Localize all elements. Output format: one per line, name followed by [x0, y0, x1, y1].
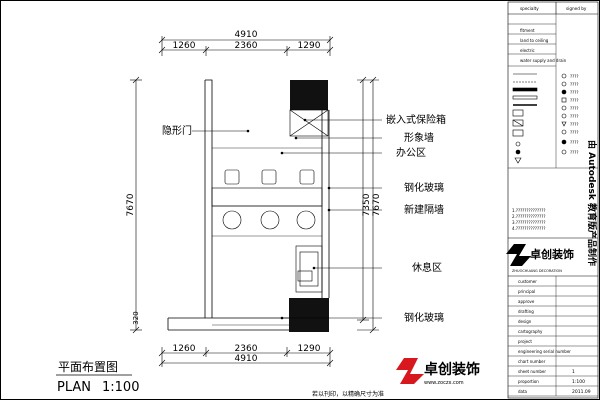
dim-bottom-seg-3: 1290 — [298, 344, 321, 354]
title-block-row-key: customer — [518, 279, 537, 284]
bottom-dimensions — [158, 347, 334, 367]
legend-right-line: ???? — [570, 74, 579, 79]
legend-right-line: ???? — [570, 122, 579, 127]
title-block-row-key: data — [518, 389, 528, 394]
meeting-chairs — [212, 210, 322, 237]
title-block-row-key: project — [518, 339, 532, 344]
title-block-row-key: proportion — [518, 379, 539, 384]
note-line: 4.?????????????? — [512, 226, 546, 231]
autodesk-vertical-text: 由 Autodesk 教育版产品制作 — [586, 140, 598, 266]
rest-area-sofa — [295, 245, 323, 293]
legend-right-line: ???? — [570, 82, 579, 87]
office-desks — [211, 169, 323, 207]
title-block-row-key: cartography — [518, 329, 543, 334]
title-block-row-key: drafting — [518, 309, 534, 314]
title-block-left-legend — [508, 14, 598, 169]
title-block-notes: 1.?????????????? 2.?????????????? 3.????… — [512, 208, 546, 231]
brand-slogan: 若以刊印，以精确尺寸为准 — [312, 390, 384, 398]
dim-bottom-small: 320 — [132, 311, 140, 324]
label-tempered-glass-1: 钢化玻璃 — [404, 181, 444, 194]
legend-right-line: ???? — [570, 140, 579, 145]
title-block-row-key: chart number — [518, 359, 546, 364]
plan-scale-label: PLAN — [57, 380, 91, 395]
legend-right-line: ???? — [570, 90, 579, 95]
title-block-brand-icon — [506, 244, 531, 266]
label-embedded-safe: 嵌入式保险箱 — [386, 113, 446, 126]
wall-block-top — [290, 80, 328, 110]
legend-row-electric: electric — [520, 48, 535, 53]
note-line: 3.?????????????? — [512, 220, 546, 225]
dim-bottom-seg-2: 2360 — [235, 344, 258, 354]
legend-row-water: water supply and drain — [520, 58, 567, 63]
title-block-brand-name: 卓创装饰 — [530, 247, 574, 261]
dim-top-seg-3: 1290 — [298, 41, 321, 51]
label-office-area: 办公区 — [396, 146, 426, 159]
label-new-partition: 新建隔墙 — [404, 203, 444, 216]
dim-top-seg-1: 1260 — [173, 41, 196, 51]
dim-bottom-total: 4910 — [235, 354, 258, 364]
legend-row-ceiling: land to ceiling — [520, 38, 549, 43]
wall-block-bottom — [289, 298, 329, 332]
top-dimensions — [158, 36, 334, 56]
callout-dots — [246, 118, 331, 320]
brand-url: www.zoczx.com — [424, 380, 464, 386]
title-block-row-key: approve — [518, 299, 535, 304]
dim-bottom-seg-1: 1260 — [173, 344, 196, 354]
label-tempered-glass-2: 钢化玻璃 — [404, 311, 444, 324]
plan-title: 平面布置图 — [58, 360, 118, 374]
legend-symbols — [512, 73, 538, 164]
dim-left-total: 7670 — [126, 193, 136, 216]
legend-right-line: ???? — [570, 150, 579, 155]
legend-right-texts: ???? ???? ???? ???? ???? ???? ???? ???? … — [570, 74, 579, 155]
dim-right-outer: 7670 — [372, 193, 382, 216]
legend-right-line: ???? — [570, 106, 579, 111]
plan-walls — [167, 79, 330, 331]
label-image-wall: 形象墙 — [404, 131, 434, 144]
title-block-brand-sub: ZHUOCHUANG DECORATION — [512, 269, 562, 273]
title-block-row-value: 1 — [572, 369, 575, 375]
label-hidden-door: 隐形门 — [162, 124, 192, 137]
title-block-row-key: principal — [518, 289, 535, 294]
title-block-row-value: 1:100 — [572, 379, 585, 385]
dim-top-total: 4910 — [235, 30, 258, 40]
note-line: 2.?????????????? — [512, 214, 546, 219]
note-line: 1.?????????????? — [512, 208, 546, 213]
dim-top-seg-2: 2360 — [235, 41, 258, 51]
title-block-head-right: signed by — [566, 6, 587, 11]
title-block-row-key: design — [518, 319, 532, 324]
label-rest-area: 休息区 — [412, 261, 442, 274]
title-block-row-key: sheet number — [518, 369, 546, 374]
dim-right-inner: 7350 — [362, 193, 372, 216]
legend-row-fitment: fitment — [520, 28, 535, 33]
title-block-row-key: engineering serial number — [518, 349, 571, 354]
title-block-frame — [507, 1, 599, 399]
legend-right-line: ???? — [570, 130, 579, 135]
embedded-safe — [289, 109, 329, 137]
legend-right-line: ???? — [570, 114, 579, 119]
left-dimension — [130, 76, 142, 334]
callout-leaders — [192, 119, 382, 319]
title-block-head-left: specialty — [520, 6, 539, 11]
brand-name: 卓创装饰 — [424, 361, 480, 378]
plan-scale-value: 1:100 — [102, 380, 139, 395]
title-block-rows: customer principal approve drafting design ca… — [508, 276, 598, 397]
title-block-row-value: 2011.09 — [572, 389, 591, 395]
brand-logo-icon — [396, 358, 424, 384]
legend-symbols-right — [561, 73, 567, 155]
legend-right-line: ???? — [570, 98, 579, 103]
